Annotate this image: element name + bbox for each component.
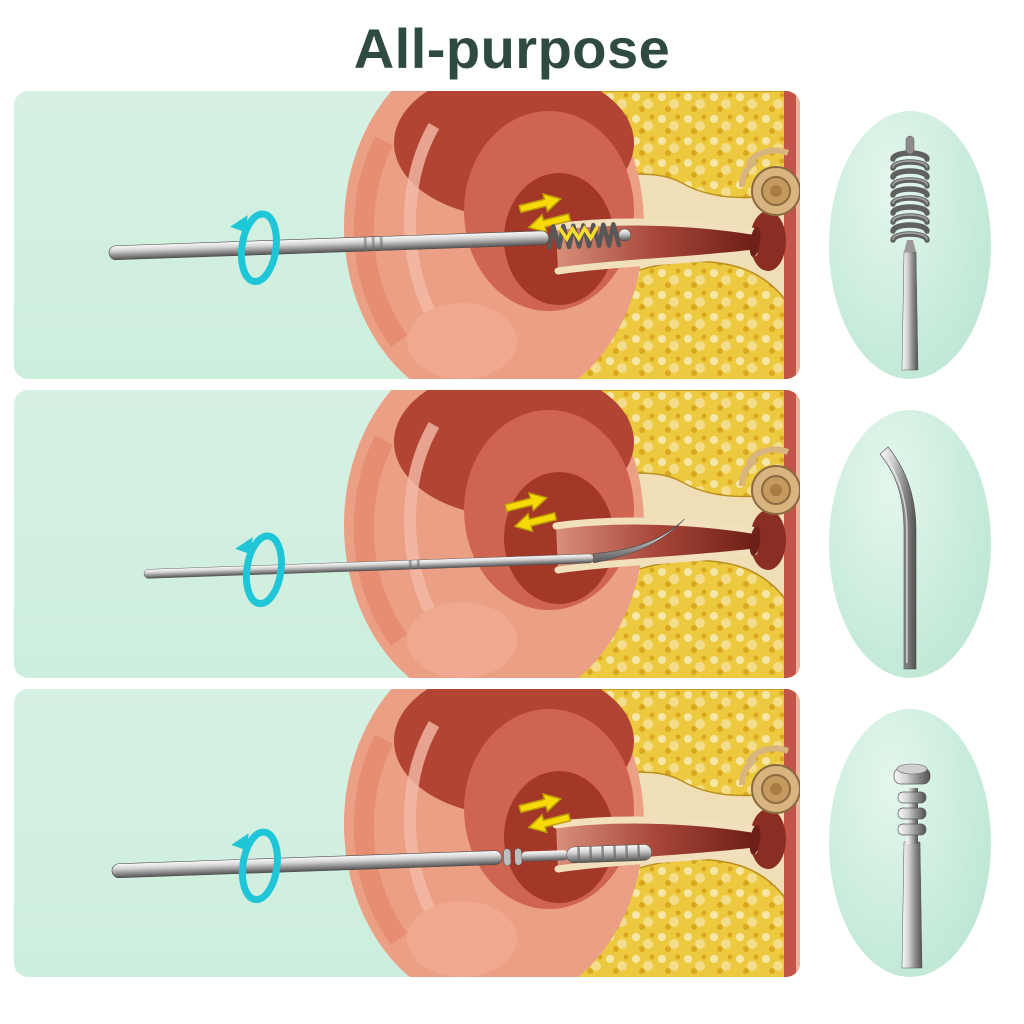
insets-column — [828, 91, 992, 987]
inset-screw-tip — [829, 709, 991, 977]
inset-cell — [828, 699, 992, 987]
ribbed-screw-tip-closeup — [893, 763, 931, 969]
page-title: All-purpose — [353, 17, 671, 80]
panel-spiral-spring — [14, 91, 800, 379]
ear-anatomy-illustration — [344, 390, 800, 678]
panel-illustration-spiral — [14, 91, 800, 379]
panel-curved-pick — [14, 390, 800, 678]
curved-pick-tip-closeup — [879, 446, 917, 670]
inset-curved-tip — [829, 410, 991, 678]
panels-column — [14, 91, 800, 977]
content — [0, 81, 1024, 987]
panel-illustration-screw — [14, 689, 800, 977]
spiral-spring-tip-closeup — [890, 135, 930, 371]
panel-ribbed-screw — [14, 689, 800, 977]
inset-cell — [828, 101, 992, 389]
ear-anatomy-illustration — [344, 689, 800, 977]
inset-cell — [828, 400, 992, 688]
inset-spiral-tip — [829, 111, 991, 379]
panel-illustration-pick — [14, 390, 800, 678]
